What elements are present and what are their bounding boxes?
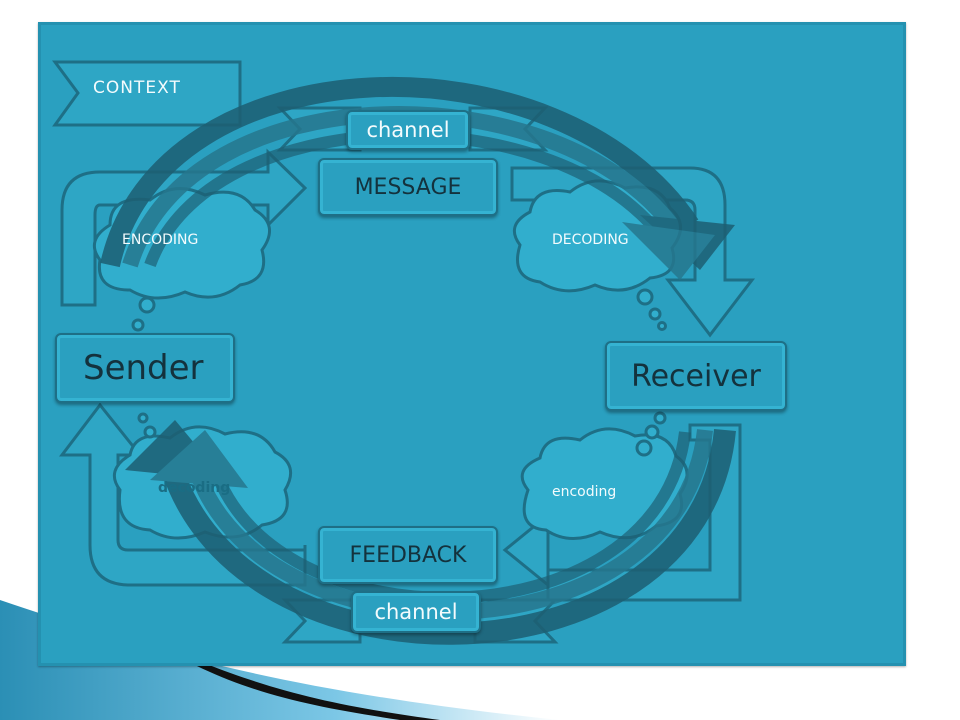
- arrow-feedback-to-sender: [58, 402, 307, 587]
- message-box: MESSAGE: [318, 158, 498, 216]
- receiver-box: Receiver: [605, 341, 787, 411]
- context-label: CONTEXT: [93, 78, 181, 98]
- arrow-sender-to-message: [60, 148, 308, 307]
- feedback-box: FEEDBACK: [318, 526, 498, 584]
- encoding-bottom-label: encoding: [552, 484, 617, 500]
- decoding-top-label: DECODING: [552, 232, 629, 248]
- sender-box: Sender: [55, 333, 235, 403]
- channel-top-label: channel: [346, 110, 470, 150]
- decoding-bottom-label: decoding: [158, 480, 231, 496]
- channel-bottom-label: channel: [351, 591, 481, 633]
- encoding-top-label: ENCODING: [122, 232, 199, 248]
- arrow-message-to-receiver: [510, 166, 756, 338]
- context-banner: [52, 60, 242, 127]
